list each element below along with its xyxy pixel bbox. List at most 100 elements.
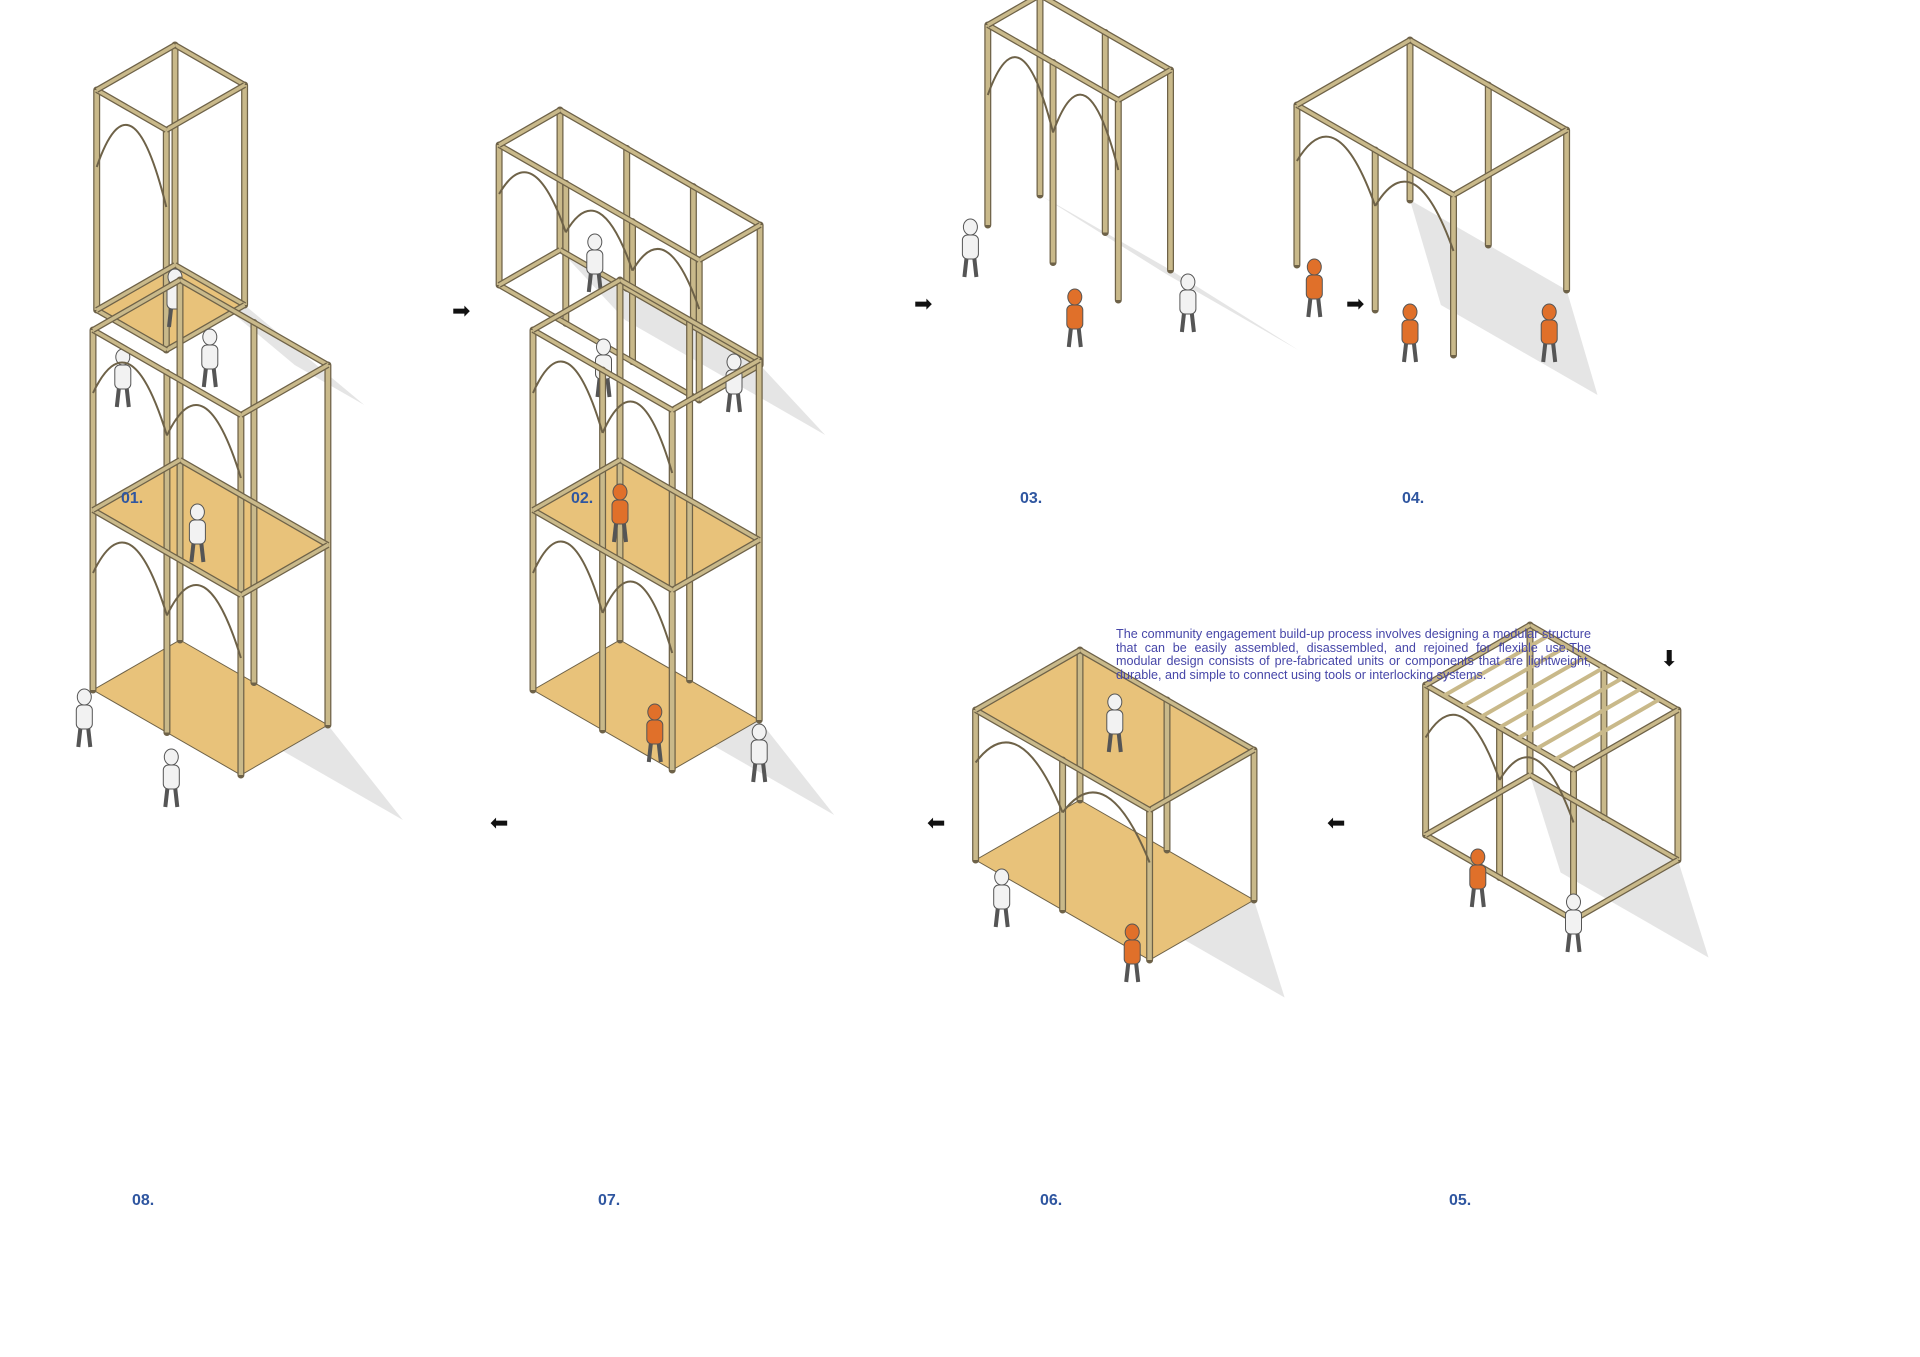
timber-beam bbox=[559, 108, 761, 227]
worker-figure bbox=[1469, 888, 1476, 908]
deck-panel bbox=[531, 459, 761, 591]
timber-beam bbox=[179, 278, 329, 367]
worker-figure bbox=[646, 743, 653, 763]
worker-figure bbox=[1107, 693, 1123, 711]
worker-figure bbox=[736, 393, 742, 413]
worker-figure bbox=[962, 218, 978, 236]
timber-beam bbox=[532, 328, 674, 412]
worker-figure bbox=[189, 503, 205, 521]
roof-joist bbox=[1498, 665, 1605, 730]
timber-beam bbox=[1148, 748, 1255, 812]
worker-figure bbox=[1306, 258, 1322, 276]
timber-beam bbox=[532, 278, 621, 332]
worker-figure bbox=[612, 523, 618, 543]
timber-beam bbox=[95, 263, 176, 312]
worker-figure bbox=[656, 743, 663, 763]
step-07-module bbox=[529, 276, 835, 815]
worker-figure bbox=[605, 378, 612, 398]
arch-rib bbox=[498, 171, 567, 233]
worker-figure bbox=[1066, 328, 1073, 348]
timber-beam bbox=[498, 108, 561, 147]
arch-rib bbox=[166, 584, 242, 659]
timber-beam bbox=[974, 708, 1151, 812]
worker-figure bbox=[994, 868, 1010, 886]
worker-figure bbox=[1402, 343, 1408, 363]
worker-figure bbox=[201, 344, 219, 370]
worker-figure bbox=[1551, 343, 1558, 363]
worker-figure bbox=[1003, 908, 1010, 928]
arrow-left-icon: ⬅ bbox=[927, 810, 946, 835]
timber-beam bbox=[92, 278, 181, 332]
arch-rib bbox=[1424, 713, 1501, 781]
step-label-04: 04. bbox=[1402, 490, 1425, 507]
step-label-03: 03. bbox=[1020, 490, 1043, 507]
worker-figure bbox=[1541, 303, 1557, 321]
arch-rib bbox=[631, 248, 701, 310]
step-02-module bbox=[495, 106, 826, 435]
worker-figure bbox=[972, 258, 979, 278]
worker-figure bbox=[167, 308, 173, 328]
worker-figure bbox=[163, 788, 170, 808]
arch-rib bbox=[564, 209, 634, 271]
arch-rib bbox=[1061, 791, 1151, 863]
worker-figure bbox=[1540, 319, 1558, 345]
step-03-module bbox=[961, 0, 1299, 350]
worker-figure bbox=[1123, 939, 1141, 965]
timber-beam bbox=[1572, 858, 1679, 922]
worker-figure bbox=[1316, 298, 1323, 318]
timber-beam bbox=[986, 23, 1120, 102]
worker-figure bbox=[1566, 893, 1581, 911]
arch-rib bbox=[1052, 93, 1120, 171]
worker-figure bbox=[1306, 298, 1313, 318]
worker-figure bbox=[586, 273, 593, 293]
worker-figure bbox=[962, 258, 969, 278]
worker-figure bbox=[587, 233, 603, 251]
timber-beam bbox=[1572, 708, 1679, 772]
roof-joist bbox=[1554, 697, 1661, 762]
arrow-left-icon: ⬅ bbox=[490, 810, 509, 835]
worker-figure bbox=[1124, 963, 1131, 983]
worker-figure bbox=[114, 364, 132, 390]
worker-figure bbox=[202, 328, 218, 346]
timber-beam bbox=[1424, 833, 1575, 922]
roof-joist bbox=[1480, 655, 1587, 719]
step-04-module bbox=[1293, 36, 1598, 395]
worker-figure bbox=[1106, 709, 1124, 735]
step-label-06: 06. bbox=[1040, 1192, 1063, 1209]
worker-figure bbox=[75, 704, 93, 730]
worker-figure bbox=[750, 739, 768, 765]
worker-figure bbox=[173, 788, 180, 808]
worker-figure bbox=[993, 908, 1000, 928]
arch-rib bbox=[1498, 756, 1575, 823]
worker-figure bbox=[1189, 313, 1196, 333]
process-description: The community engagement build-up proces… bbox=[1116, 627, 1591, 682]
worker-figure bbox=[1305, 274, 1323, 300]
worker-figure bbox=[162, 764, 180, 790]
timber-beam bbox=[95, 88, 168, 132]
worker-figure bbox=[76, 728, 83, 748]
timber-beam bbox=[92, 508, 242, 597]
timber-beam bbox=[95, 43, 176, 92]
worker-figure bbox=[1179, 289, 1197, 315]
shadow bbox=[1530, 775, 1709, 958]
worker-figure bbox=[1470, 848, 1486, 866]
timber-beam bbox=[1452, 128, 1568, 197]
timber-beam bbox=[1296, 38, 1411, 107]
worker-figure bbox=[586, 249, 604, 275]
timber-beam bbox=[240, 363, 329, 417]
worker-figure bbox=[1066, 304, 1084, 330]
worker-figure bbox=[76, 688, 92, 706]
worker-figure bbox=[1402, 303, 1418, 321]
worker-figure bbox=[163, 748, 179, 766]
worker-figure bbox=[1565, 909, 1582, 935]
timber-beam bbox=[1409, 38, 1568, 132]
step-08-module bbox=[75, 276, 403, 820]
worker-figure bbox=[1479, 888, 1486, 908]
timber-beam bbox=[532, 458, 621, 512]
arch-rib bbox=[1374, 180, 1455, 252]
arch-rib bbox=[95, 123, 168, 208]
worker-figure bbox=[1124, 923, 1140, 941]
arch-rib bbox=[92, 541, 168, 616]
timber-beam bbox=[1296, 103, 1455, 197]
